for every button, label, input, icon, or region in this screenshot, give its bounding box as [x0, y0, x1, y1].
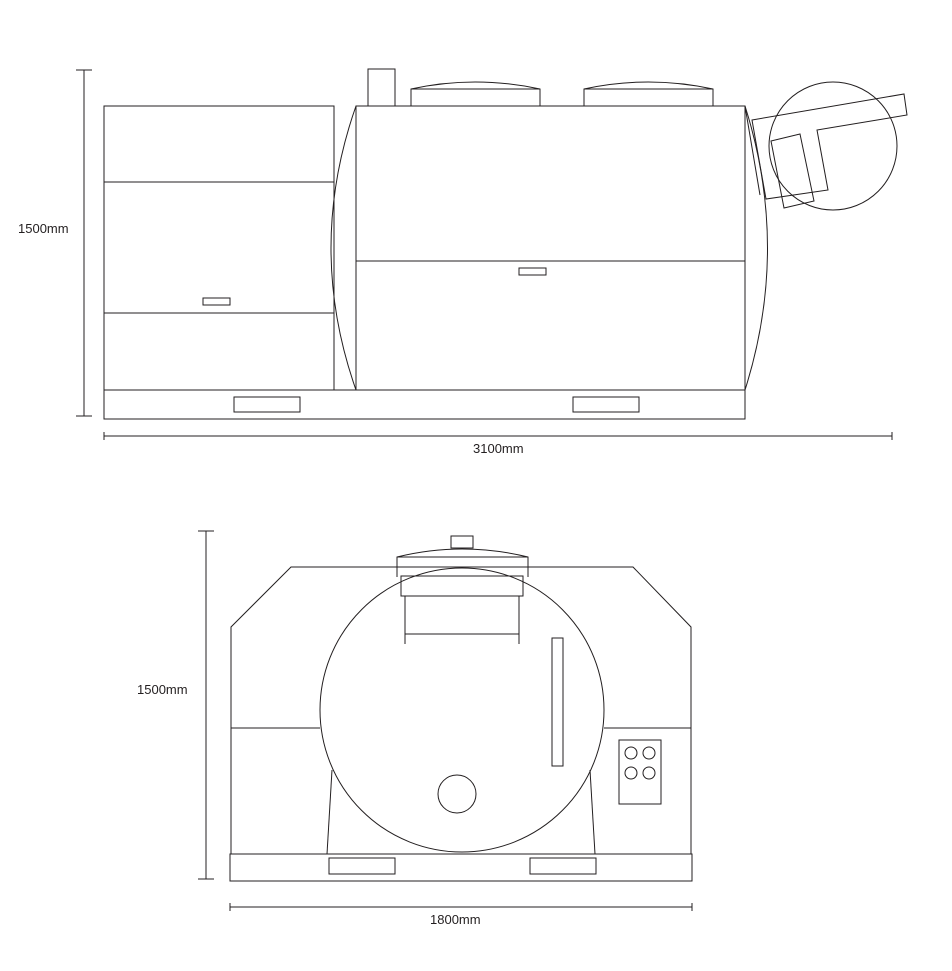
tank-right-endcap — [744, 105, 768, 391]
end-width-dimension: 1800mm — [229, 903, 693, 927]
end-height-label: 1500mm — [137, 682, 188, 697]
side-length-label: 3100mm — [473, 441, 524, 456]
control-panel — [618, 739, 662, 805]
hatch-collar — [400, 575, 524, 597]
hatch-vent — [450, 535, 474, 549]
tank-end-circle — [319, 567, 605, 853]
equipment-cabinet — [103, 105, 335, 391]
control-knob-3 — [624, 766, 638, 780]
side-height-dimension: 1500mm — [18, 69, 92, 417]
end-height-dimension: 1500mm — [137, 530, 214, 880]
end-forklift-pocket-2 — [529, 857, 597, 875]
end-housing — [230, 566, 692, 855]
cabinet-handle — [202, 297, 231, 306]
forklift-pocket-2 — [572, 396, 640, 413]
control-knob-1 — [624, 746, 638, 760]
outlet-port — [437, 774, 477, 814]
forklift-pocket-1 — [233, 396, 301, 413]
end-forklift-pocket-1 — [328, 857, 396, 875]
control-knob-4 — [642, 766, 656, 780]
side-view: 1500mm 3100mm — [18, 68, 908, 456]
manway-dome-1 — [410, 81, 541, 106]
manway-dome-2 — [583, 81, 714, 106]
tank-side — [330, 68, 768, 391]
level-gauge — [551, 637, 564, 767]
end-width-label: 1800mm — [430, 912, 481, 927]
top-stub — [367, 68, 396, 107]
end-base-skid — [229, 853, 693, 882]
tank-left-endcap — [330, 105, 357, 391]
detail-clamp — [770, 133, 815, 209]
side-height-label: 1500mm — [18, 221, 69, 236]
side-base-skid — [103, 389, 746, 420]
detail-bracket — [751, 93, 908, 200]
side-length-dimension: 3100mm — [103, 432, 893, 456]
tank-handle — [518, 267, 547, 276]
detail-callout — [744, 81, 908, 211]
end-manway-hatch — [396, 535, 529, 644]
control-knob-2 — [642, 746, 656, 760]
end-view: 1500mm 1800mm — [137, 530, 693, 927]
